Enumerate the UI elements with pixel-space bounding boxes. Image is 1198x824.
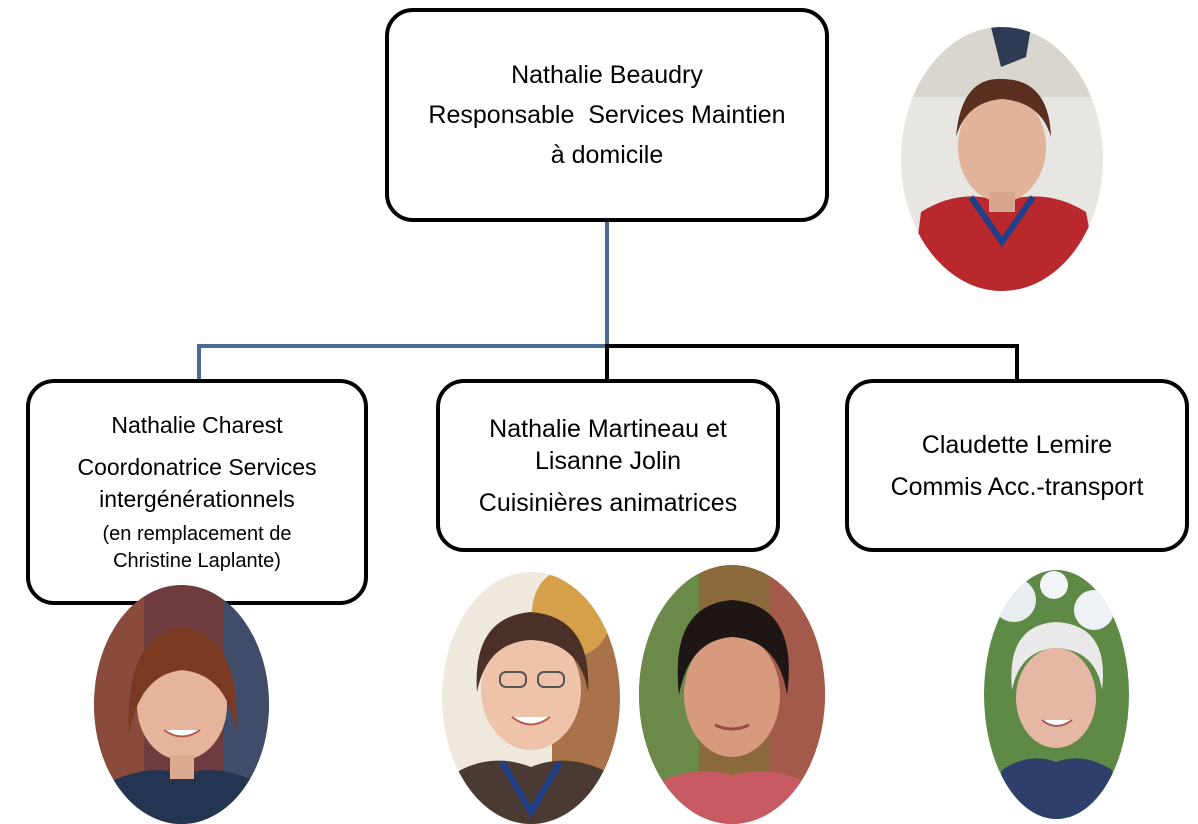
member-name: Nathalie Charest [111, 412, 283, 438]
member-name-line1: Nathalie Martineau et [489, 414, 727, 443]
head-name: Nathalie Beaudry [511, 61, 703, 89]
head-title-line1: Responsable Services Maintien [428, 101, 786, 129]
head-title-line2: à domicile [550, 141, 664, 169]
portrait-photo-beaudry [901, 27, 1103, 291]
head-box: Nathalie Beaudry Responsable Services Ma… [385, 8, 829, 222]
member-note-line2: Christine Laplante) [113, 550, 281, 572]
member-box-charest: Nathalie Charest Coordonatrice Services … [26, 379, 368, 605]
member-note-line1: (en remplacement de [102, 523, 292, 545]
member-title-line2: intergénérationnels [99, 486, 295, 512]
member-box-lemire: Claudette Lemire Commis Acc.-transport [845, 379, 1189, 552]
member-title-line1: Coordonatrice Services [77, 454, 317, 480]
portrait-photo-jolin [639, 565, 825, 824]
portrait-photo-lemire [984, 570, 1129, 819]
portrait-photo-martineau [442, 572, 620, 824]
member-name-line2: Lisanne Jolin [535, 446, 681, 475]
member-name: Claudette Lemire [921, 430, 1113, 459]
portrait-photo-charest [94, 585, 269, 824]
member-box-martineau-jolin: Nathalie Martineau et Lisanne Jolin Cuis… [436, 379, 780, 552]
member-title: Cuisinières animatrices [478, 488, 738, 517]
member-title: Commis Acc.-transport [890, 472, 1144, 501]
